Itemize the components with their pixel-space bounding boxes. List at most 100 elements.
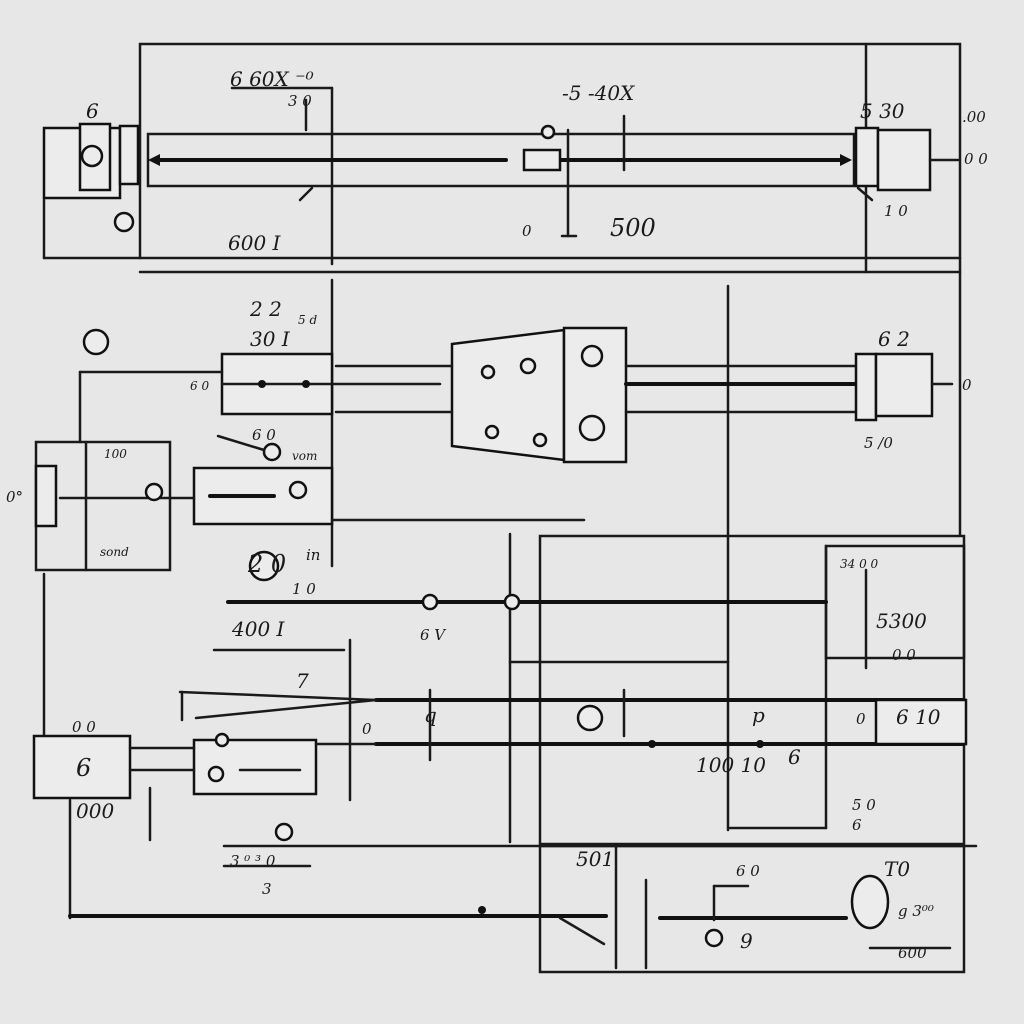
row3-left-box (34, 464, 58, 528)
label-row2-left-tag: 6 0 (190, 379, 209, 393)
label-row4-6v: 6 V (420, 626, 447, 644)
row4-knob-a (421, 593, 439, 611)
label-row3-100: 100 (104, 447, 127, 461)
bottom-right-knob (704, 928, 724, 948)
right-panel-frame (538, 534, 966, 846)
top-right-housing (854, 126, 880, 188)
label-row3-sond: sond (100, 545, 129, 559)
lower-left-box-6 (32, 734, 132, 800)
label-top-left-small-a: 6 (86, 99, 99, 123)
label-mid-500: 500 (610, 214, 656, 242)
label-row5-far: 0 (856, 710, 866, 728)
label-row3-left: 0° (6, 488, 23, 506)
label-top-left: 6 60X ⁻⁰ (230, 67, 314, 91)
row3-meter (262, 442, 282, 462)
label-row2-far-right: 0 (962, 376, 972, 394)
row2-coupler-knob-3 (580, 344, 604, 368)
row2-indicator-lamp (82, 328, 110, 356)
label-mid-0: 0 (522, 222, 532, 240)
row5-bus-left-2 (194, 698, 378, 720)
row2-coupler-knob-2 (519, 357, 537, 375)
bottom-diagonal (558, 916, 606, 946)
label-row5-0: 0 (362, 720, 372, 738)
row4-knob-b (503, 593, 521, 611)
top-left-tick (298, 186, 314, 202)
row2-coupler-knob-4 (484, 424, 500, 440)
bottom-right-frame (538, 844, 966, 974)
row2-coupler-knob-5 (532, 432, 548, 448)
top-left-coil (113, 211, 135, 233)
top-bus-arrow-right (840, 154, 852, 166)
label-bottom: 3 ⁰ ³ 0 (230, 852, 276, 870)
label-left-000: 000 (76, 799, 114, 823)
label-row2-vom: vom (292, 449, 317, 463)
label-bottom-3: 3 (262, 880, 272, 898)
label-row5-right: 6 10 (896, 705, 941, 729)
top-bus-junction (522, 148, 562, 172)
row2-knob-b (302, 380, 310, 388)
top-left-clamp (118, 124, 140, 186)
top-right-component (854, 126, 960, 202)
label-row2-right: 6 2 (878, 327, 910, 351)
label-bottom-right-g: g 3⁰⁰ (898, 902, 934, 920)
bottom-left-knob (274, 822, 294, 842)
label-row4-20: 2 0 (247, 550, 286, 578)
label-bottom-9: 9 (740, 929, 753, 953)
label-row4-10: 1 0 (292, 580, 316, 598)
label-right-panel-00: 0 0 (892, 646, 916, 664)
label-top-right: 5 30 (860, 99, 905, 123)
lower-left-section (32, 572, 378, 842)
label-row2-small: 6 0 (252, 426, 276, 444)
row2-coupler-knob-1 (480, 364, 496, 380)
label-top-center: -5 -40X (562, 81, 635, 105)
middle-section (34, 278, 954, 832)
top-left-component (42, 86, 334, 233)
label-right-panel-top: 34 0 0 (840, 557, 879, 571)
top-left-knob (80, 144, 104, 168)
row3-knob-a (144, 482, 164, 502)
label-right-edge-top: .00 (962, 108, 986, 126)
label-bottom-right-60: 6 0 (736, 862, 760, 880)
label-row4-4001: 400 I (231, 617, 286, 641)
label-row2-right-sub: 5 /0 (864, 434, 893, 452)
lower-left-knob-b (207, 765, 225, 783)
label-left-6001: 600 I (228, 231, 282, 255)
labels: 6 60X ⁻⁰ 6 3 0 -5 -40X 5 30 .00 0 0 1 0 … (6, 67, 988, 962)
top-right-stub (856, 186, 874, 202)
label-row2-c: 5 d (298, 313, 317, 327)
label-right-sub: 1 0 (884, 202, 908, 220)
lower-left-knob-a (214, 732, 230, 748)
label-bottom-right-600: 600 (898, 944, 927, 962)
label-left-00: 0 0 (72, 718, 96, 736)
row5-knob-a (576, 704, 604, 732)
row5-right-clamp (874, 698, 968, 746)
top-bus (146, 114, 856, 238)
label-row5-6: 6 (788, 745, 801, 769)
label-row4-in: in (306, 546, 320, 564)
label-row6-50: 5 0 (852, 796, 876, 814)
label-row5-7: 7 (296, 669, 309, 693)
row2-coupler-knob-6 (578, 414, 606, 442)
label-row2-a: 2 2 (249, 297, 282, 321)
label-box-6: 6 (76, 754, 91, 782)
row4-knob-c (248, 550, 280, 582)
label-row5-100-10: 100 10 (696, 753, 766, 777)
row3-knob-b (288, 480, 308, 500)
row5-section (178, 688, 968, 762)
bottom-right-coil (850, 874, 890, 930)
row4-section (212, 550, 828, 802)
top-right-body (876, 128, 932, 192)
right-panel (508, 532, 966, 846)
label-row5-p: p (752, 703, 765, 727)
row5-bus-left (178, 690, 378, 702)
label-right-edge-mid: 0 0 (964, 150, 988, 168)
row2-knob-a (258, 380, 266, 388)
label-right-panel-5300: 5300 (876, 609, 927, 633)
label-bottom-right-10: T0 (884, 857, 910, 881)
label-top-left-small-b: 3 0 (288, 92, 312, 110)
row5-knob-c (756, 740, 764, 748)
label-row6-6: 6 (852, 816, 862, 834)
row5-knob-b (648, 740, 656, 748)
label-row2-b: 30 I (250, 327, 291, 351)
